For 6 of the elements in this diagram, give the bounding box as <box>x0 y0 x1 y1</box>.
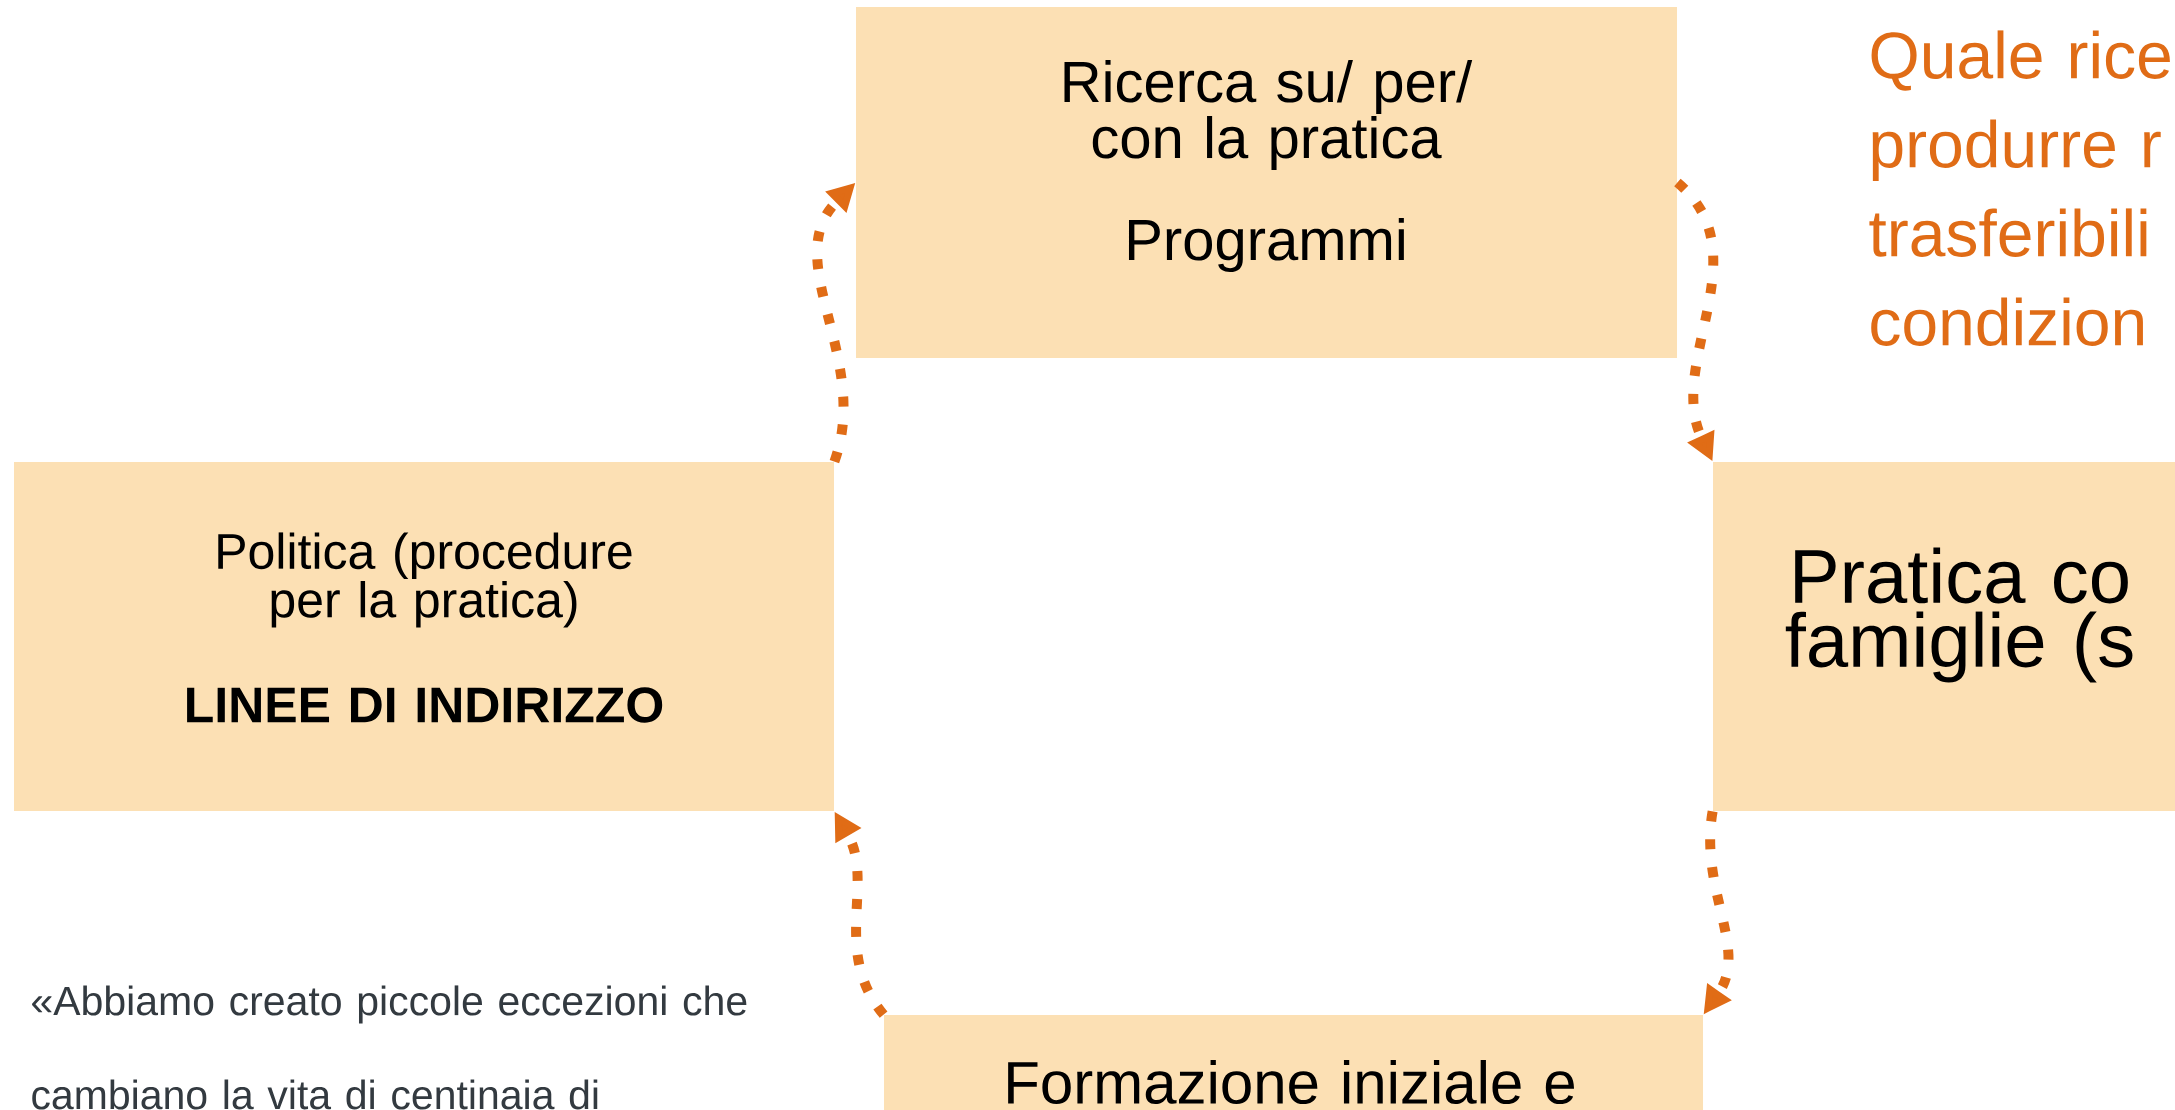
text-box: Ricerca su/ per/ con la pratica Programmi <box>856 7 1677 358</box>
quote-text: «Abbiamo creato piccole eccezioni che cambiano la vita di centinaia di <box>32 985 747 1110</box>
text-box: Pratica co famiglie (s <box>1713 462 2175 811</box>
text-box: Formazione iniziale e <box>884 1015 1703 1110</box>
question-text: Quale rice produrre r trasferibili condizion <box>1869 30 2170 346</box>
text-box: Politica (procedure per la pratica) LINEE DI INDIRIZZO <box>14 462 834 811</box>
